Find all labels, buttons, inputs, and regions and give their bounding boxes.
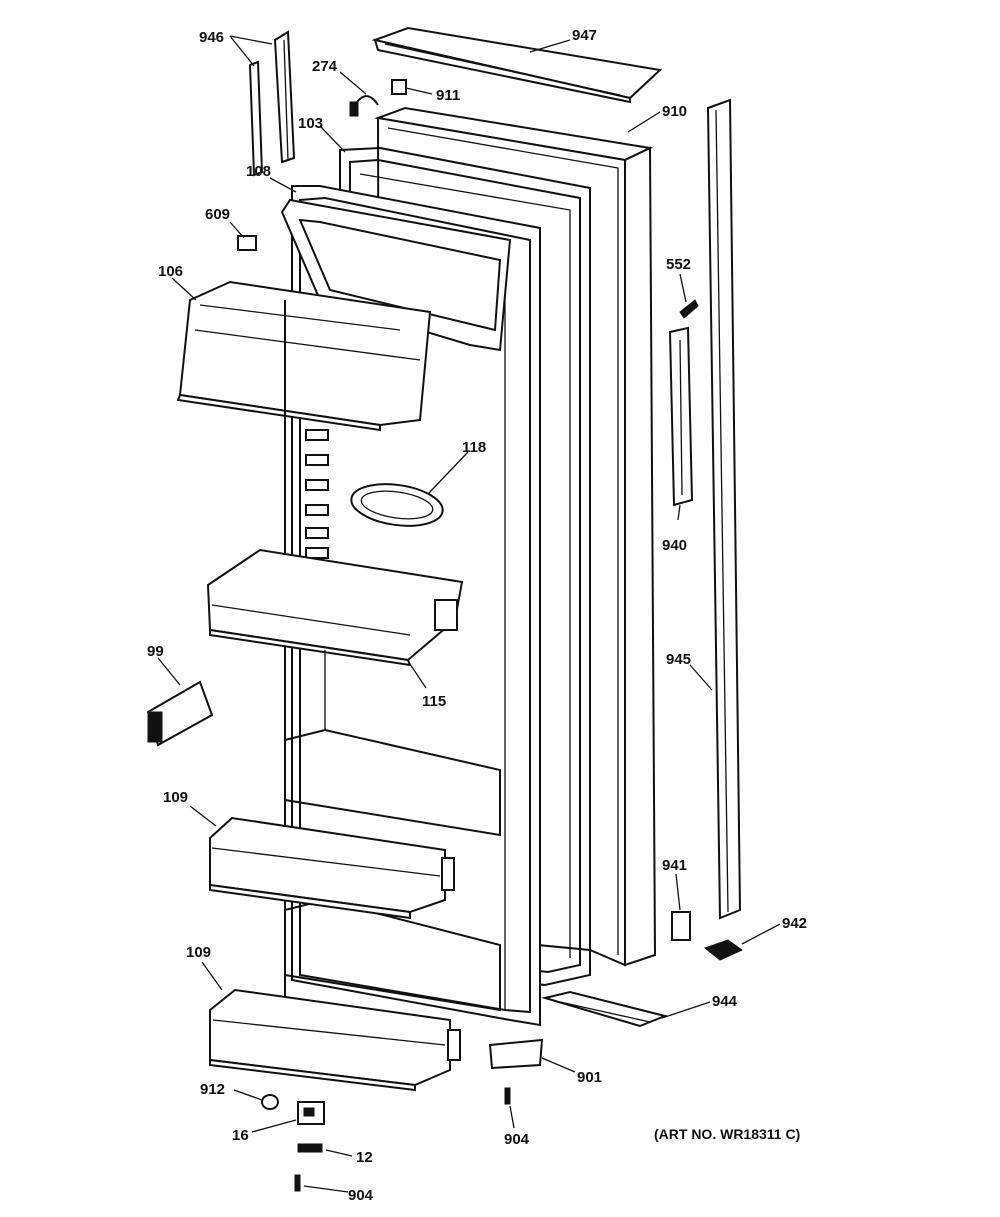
label-109-lower: 109 (186, 944, 211, 961)
label-274: 274 (312, 58, 338, 75)
part-912-cap (261, 1094, 279, 1110)
part-106-dairy-compartment (176, 198, 512, 432)
label-12: 12 (356, 1149, 373, 1166)
label-946: 946 (199, 29, 224, 46)
part-947-door-cap (371, 26, 663, 104)
label-109-upper: 109 (163, 789, 188, 806)
label-552: 552 (666, 256, 691, 273)
label-103: 103 (298, 115, 323, 132)
label-941: 941 (662, 857, 687, 874)
part-109-door-bin-upper (209, 816, 455, 920)
label-99: 99 (147, 643, 164, 660)
part-944-bottom-cap (541, 990, 669, 1028)
label-947: 947 (572, 27, 597, 44)
label-912: 912 (200, 1081, 225, 1098)
part-946-trim (248, 30, 296, 177)
art-number: (ART NO. WR18311 C) (654, 1126, 800, 1142)
part-945-handle (706, 98, 742, 920)
label-106: 106 (158, 263, 183, 280)
part-904-screw-upper (504, 1087, 511, 1105)
part-12-shim (297, 1143, 323, 1153)
part-941-clip (671, 911, 691, 941)
part-labels: 946 274 911 947 910 103 108 609 106 552 … (147, 27, 807, 1204)
label-118: 118 (462, 439, 486, 456)
part-940-handle-bracket (668, 326, 694, 507)
part-274-hinge (349, 95, 379, 117)
part-118-egg-tray (350, 483, 444, 527)
label-904-upper: 904 (504, 1131, 530, 1148)
label-942: 942 (782, 915, 807, 932)
label-904-lower: 904 (348, 1187, 374, 1204)
label-108: 108 (246, 163, 271, 180)
part-16-hinge (297, 1101, 325, 1125)
label-609: 609 (205, 206, 230, 223)
label-115: 115 (422, 693, 446, 710)
label-910: 910 (662, 103, 687, 120)
part-609-cap (237, 235, 257, 251)
part-115-door-shelf (206, 548, 464, 667)
leader-lines (157, 35, 781, 1193)
part-901-hinge-cover (488, 1038, 544, 1070)
part-552-screw (679, 299, 699, 319)
part-942-bracket (703, 939, 743, 961)
label-911: 911 (436, 87, 460, 104)
part-109-door-bin-lower (209, 988, 461, 1092)
label-945: 945 (666, 651, 691, 668)
label-940: 940 (662, 537, 687, 554)
part-904-screw-lower (294, 1174, 301, 1192)
label-901: 901 (577, 1069, 602, 1086)
part-99-cover (146, 680, 214, 747)
label-16: 16 (232, 1127, 249, 1144)
label-944: 944 (712, 993, 738, 1010)
part-911-bushing (391, 79, 407, 95)
